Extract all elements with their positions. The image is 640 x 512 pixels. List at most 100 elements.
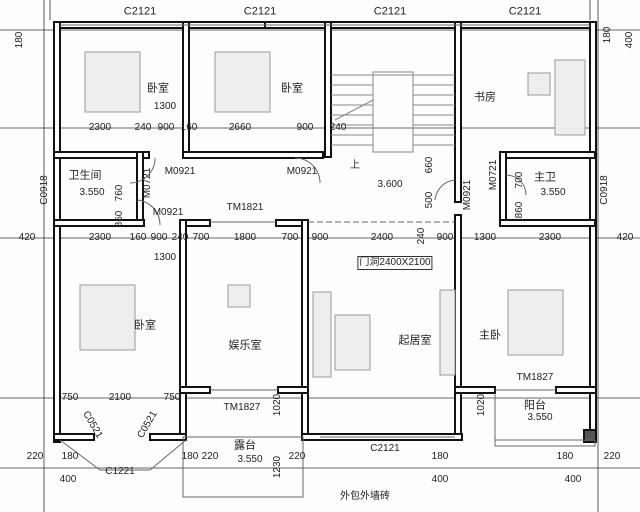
dimension: 860: [114, 210, 125, 228]
dimension: 220: [26, 451, 44, 462]
level-label: 3.550: [237, 454, 263, 465]
dimension: 500: [424, 191, 435, 209]
room-label-terrace: 露台: [234, 438, 256, 452]
dimension: 220: [201, 451, 219, 462]
dimension: 240: [329, 122, 347, 133]
dimension: 180: [14, 31, 25, 49]
room-label-master-bedroom: 主卧: [479, 328, 501, 342]
dimension: 240: [416, 227, 427, 245]
dimension: 180: [431, 451, 449, 462]
dimension: 900: [296, 122, 314, 133]
window-label: C2121: [123, 5, 157, 18]
window-label: C2121: [373, 5, 407, 18]
dimension: 1230: [272, 455, 283, 479]
dimension: 750: [163, 392, 181, 403]
door-label: TM1827: [516, 372, 554, 383]
dimension: 900: [311, 232, 329, 243]
dimension: 240: [171, 232, 189, 243]
room-label-entertainment: 娱乐室: [228, 338, 262, 352]
dimension: 400: [59, 474, 77, 485]
door-label: M0921: [286, 166, 318, 177]
door-label: M0721: [488, 159, 499, 191]
room-label-master-bath: 主卫: [534, 170, 556, 184]
dimension: 240: [134, 122, 152, 133]
dimension: 2300: [88, 122, 112, 133]
dimension: 1300: [153, 101, 177, 112]
room-label-living: 起居室: [398, 333, 432, 347]
dimension: 2100: [108, 392, 132, 403]
window-label: C2121: [243, 5, 277, 18]
room-label-bedroom: 卧室: [281, 81, 303, 95]
dimension: 1300: [473, 232, 497, 243]
room-label-bedroom: 卧室: [134, 318, 156, 332]
door-label: M0921: [462, 179, 473, 211]
dimension: 900: [150, 232, 168, 243]
dimension: 400: [624, 31, 635, 49]
dimension: 700: [192, 232, 210, 243]
door-label: TM1821: [226, 202, 264, 213]
window-label: C2121: [508, 5, 542, 18]
dimension: 420: [18, 232, 36, 243]
sofa: [312, 291, 332, 378]
dimension: 220: [603, 451, 621, 462]
door-label: TM1827: [223, 402, 261, 413]
dimension: 760: [114, 184, 125, 202]
dimension: 180: [556, 451, 574, 462]
dimension: 160: [180, 122, 198, 133]
stairs: [331, 71, 455, 153]
level-label: 3.550: [527, 412, 553, 423]
dimension: 220: [288, 451, 306, 462]
door-label: M0721: [142, 167, 153, 199]
opening-label: 门洞2400X2100: [357, 256, 433, 270]
dimension: 860: [514, 201, 525, 219]
tv-cabinet: [439, 289, 456, 376]
dimension: 750: [61, 392, 79, 403]
dimension: 160: [129, 232, 147, 243]
window-label: C1221: [105, 466, 135, 477]
door-label: M0921: [152, 207, 184, 218]
table: [227, 284, 251, 308]
dimension: 180: [602, 26, 613, 44]
dimension: 1300: [153, 252, 177, 263]
windows-and-doors: [59, 24, 596, 498]
room-label-bedroom: 卧室: [147, 81, 169, 95]
bed: [84, 51, 141, 113]
dimension: 180: [181, 451, 199, 462]
dimension: 700: [514, 171, 525, 189]
level-label: 3.550: [79, 187, 105, 198]
stair-up-label: 上: [350, 160, 360, 171]
dimension: 700: [281, 232, 299, 243]
window-label: C2121: [370, 443, 400, 454]
room-label-bathroom: 卫生间: [68, 168, 102, 182]
furniture: [79, 51, 586, 378]
dimension: 400: [431, 474, 449, 485]
door-label: M0921: [164, 166, 196, 177]
dimension: 1800: [233, 232, 257, 243]
level-label: 3.600: [377, 179, 403, 190]
room-label-balcony: 阳台: [524, 398, 546, 412]
dimension: 420: [616, 232, 634, 243]
rug: [334, 314, 371, 371]
dimension: 660: [424, 156, 435, 174]
dimension: 2300: [88, 232, 112, 243]
dimension: 1020: [272, 393, 283, 417]
dimension: 900: [436, 232, 454, 243]
dimension: 400: [564, 474, 582, 485]
bed: [214, 51, 271, 113]
dimension: 2400: [370, 232, 394, 243]
dimension: 900: [157, 122, 175, 133]
window-label: C0918: [599, 175, 610, 205]
dimension: 1020: [476, 393, 487, 417]
note-label: 外包外墙砖: [340, 491, 390, 502]
window-label: C0918: [39, 175, 50, 205]
chair: [527, 72, 551, 96]
bed: [79, 284, 136, 351]
dimension: 180: [61, 451, 79, 462]
level-label: 3.550: [540, 187, 566, 198]
room-label-study: 书房: [474, 90, 496, 104]
dimension: 2300: [538, 232, 562, 243]
desk: [554, 59, 586, 136]
